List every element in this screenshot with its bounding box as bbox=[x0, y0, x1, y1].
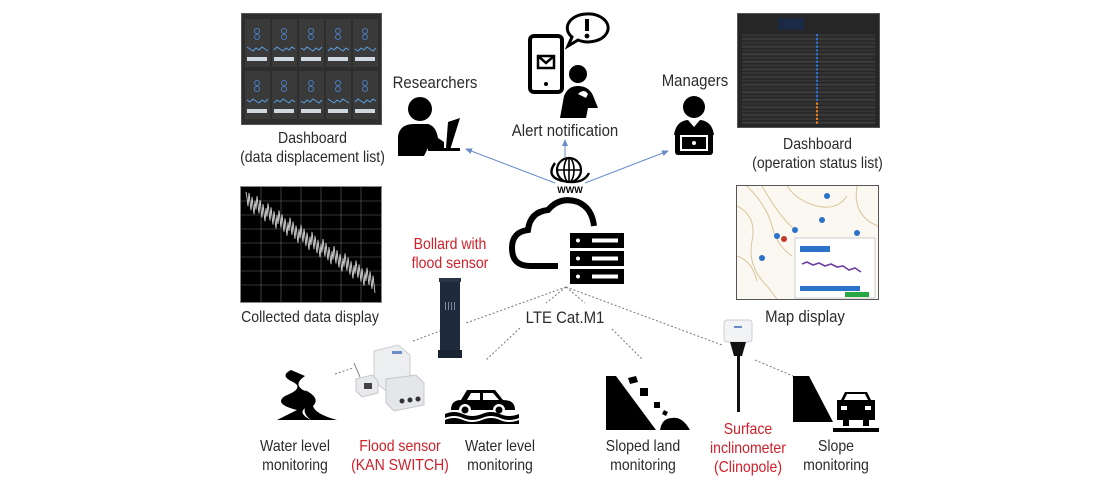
cloud-server-icon bbox=[508, 197, 624, 284]
water-car-line1: Water level bbox=[465, 438, 535, 455]
ops-row bbox=[742, 106, 875, 109]
ops-row bbox=[742, 110, 875, 113]
ops-row bbox=[742, 64, 875, 67]
dashboard-ops-label: Dashboard (operation status list) bbox=[741, 135, 895, 173]
ops-table bbox=[742, 18, 875, 124]
collected-data-label: Collected data display bbox=[241, 309, 379, 326]
map-contours bbox=[737, 186, 878, 299]
water-car-line2: monitoring bbox=[467, 457, 533, 474]
ops-row bbox=[742, 121, 875, 124]
ops-row bbox=[742, 53, 875, 56]
link-slope bbox=[754, 359, 794, 377]
water-river-line1: Water level bbox=[260, 438, 330, 455]
inclinometer-line2: inclinometer bbox=[710, 440, 786, 457]
dashboard-data-label: Dashboard (data displacement list) bbox=[236, 129, 390, 167]
ops-row bbox=[742, 56, 875, 60]
lte-label: LTE Cat.M1 bbox=[525, 308, 605, 327]
dashboard-data-line1: Dashboard bbox=[278, 130, 347, 147]
slope-line2: monitoring bbox=[803, 457, 869, 474]
alert-label: Alert notification bbox=[511, 121, 619, 140]
ops-row bbox=[742, 34, 875, 37]
river-icon bbox=[277, 370, 337, 420]
ops-row bbox=[742, 37, 875, 41]
ops-row bbox=[742, 91, 875, 94]
collected-data-plot bbox=[241, 187, 381, 302]
ops-row bbox=[742, 83, 875, 86]
link-center-1 bbox=[545, 286, 567, 304]
inclinometer-line1: Surface bbox=[723, 421, 773, 438]
ops-row bbox=[742, 41, 875, 44]
link-slope-land bbox=[611, 328, 644, 361]
dashboard-data-screenshot bbox=[241, 13, 382, 125]
ops-row bbox=[742, 79, 875, 82]
link-center-2 bbox=[565, 286, 586, 304]
link-flood-sensor bbox=[412, 330, 441, 342]
ops-row bbox=[742, 75, 875, 79]
slope-line1: Slope bbox=[817, 438, 854, 455]
flood-sensor-line1: Flood sensor bbox=[359, 438, 441, 455]
link-bollard bbox=[465, 286, 567, 324]
phone-alert-icon bbox=[528, 12, 610, 118]
slope-label: Slope monitoring bbox=[792, 437, 880, 475]
dashboard-grid bbox=[245, 19, 378, 119]
researchers-label: Researchers bbox=[392, 73, 478, 92]
map-screenshot bbox=[736, 185, 879, 300]
flood-sensor-image bbox=[353, 344, 425, 412]
dashboard-ops-line2: (operation status list) bbox=[752, 155, 883, 172]
map-label: Map display bbox=[765, 307, 845, 326]
bollard-label: Bollard with flood sensor bbox=[402, 235, 499, 273]
dashboard-ops-line1: Dashboard bbox=[783, 136, 852, 153]
ops-row bbox=[742, 72, 875, 75]
arrow-to-managers bbox=[584, 150, 669, 184]
inclinometer-line3: (Clinopole) bbox=[713, 459, 783, 476]
dashboard-ops-screenshot bbox=[737, 13, 880, 128]
sloped-land-label: Sloped land monitoring bbox=[599, 437, 687, 475]
inclinometer-image bbox=[723, 319, 753, 412]
flooded-car-icon bbox=[445, 390, 519, 424]
bollard-image bbox=[438, 278, 462, 358]
water-car-label: Water level monitoring bbox=[456, 437, 544, 475]
ops-row bbox=[742, 60, 875, 63]
ops-row bbox=[742, 87, 875, 90]
water-river-line2: monitoring bbox=[262, 457, 328, 474]
ops-row bbox=[742, 117, 875, 120]
dashboard-data-line2: (data displacement list) bbox=[240, 149, 385, 166]
collected-data-screenshot bbox=[240, 186, 382, 303]
globe-www-icon bbox=[550, 156, 591, 184]
water-river-label: Water level monitoring bbox=[251, 437, 339, 475]
sloped-land-line2: monitoring bbox=[610, 457, 676, 474]
person-laptop-icon bbox=[398, 97, 460, 156]
managers-label: Managers bbox=[661, 71, 729, 90]
manager-laptop-icon bbox=[674, 96, 714, 155]
ops-row bbox=[742, 102, 875, 105]
slope-road-icon bbox=[793, 376, 879, 432]
ops-row bbox=[742, 68, 875, 71]
sloped-land-line1: Sloped land bbox=[605, 438, 681, 455]
ops-row bbox=[742, 98, 875, 101]
ops-row bbox=[742, 49, 875, 52]
ops-row bbox=[742, 113, 875, 117]
ops-row bbox=[742, 94, 875, 98]
inclinometer-label: Surface inclinometer (Clinopole) bbox=[700, 420, 797, 477]
rockfall-icon bbox=[606, 376, 690, 430]
arrow-to-researchers bbox=[465, 148, 556, 184]
collected-data-series bbox=[245, 191, 376, 293]
bollard-line1: Bollard with bbox=[413, 236, 487, 253]
link-car bbox=[485, 327, 521, 361]
link-river bbox=[334, 367, 354, 375]
flood-sensor-label: Flood sensor (KAN SWITCH) bbox=[347, 437, 453, 475]
www-text: WWW bbox=[557, 185, 583, 195]
ops-row bbox=[742, 45, 875, 48]
bollard-line2: flood sensor bbox=[411, 255, 489, 272]
flood-sensor-line2: (KAN SWITCH) bbox=[351, 457, 449, 474]
